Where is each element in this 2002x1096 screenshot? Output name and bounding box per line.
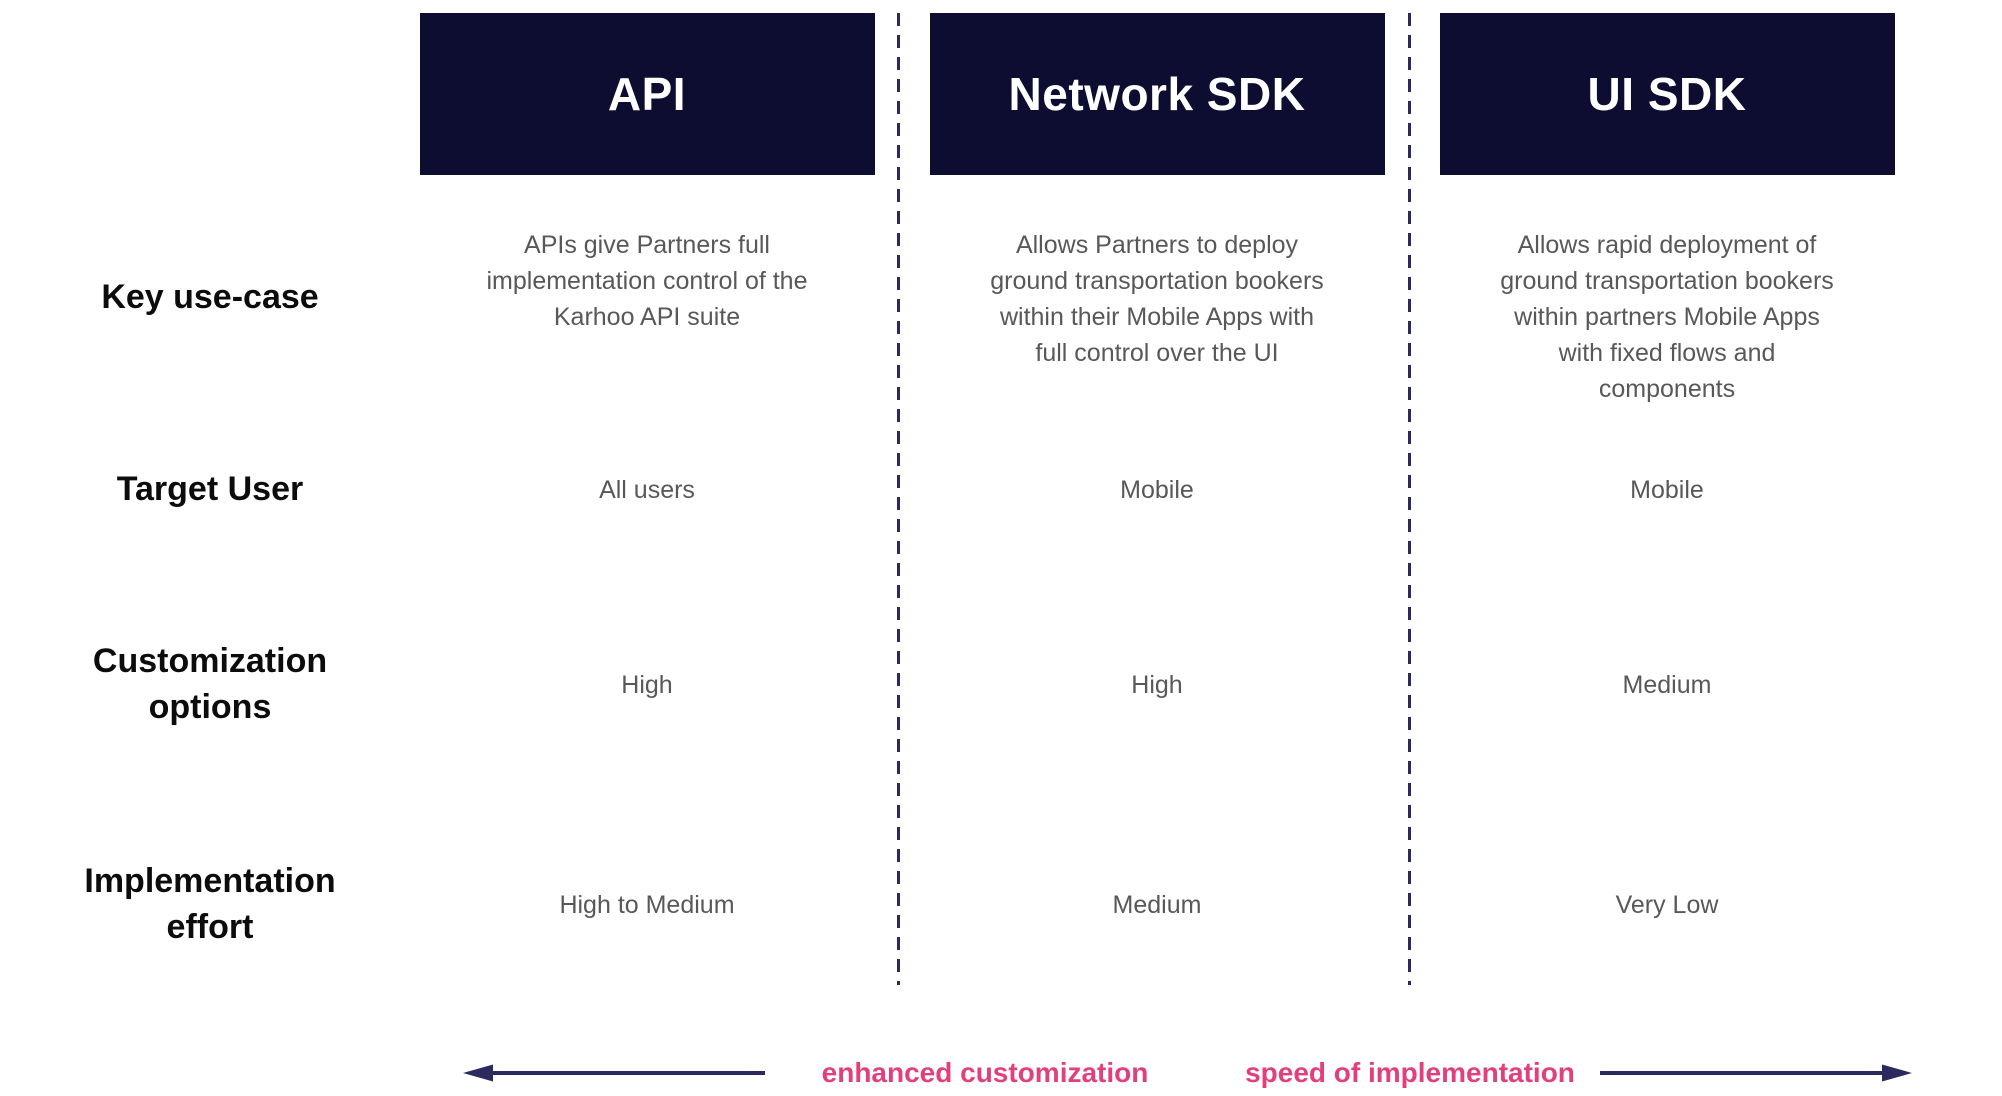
column-header-api: API [419, 13, 875, 175]
cell-ui-sdk-implementation: Very Low [1615, 890, 1719, 919]
cell-network-sdk-key-use-case: Allows Partners to deploy ground transpo… [990, 231, 1324, 367]
row-label-key-use-case: Key use-case [101, 277, 319, 316]
row-label-implementation-effort: Implementation effort [84, 862, 336, 946]
row-label-target-user: Target User [116, 470, 304, 509]
comparison-table: API Network SDK UI SDK Key use-case APIs… [0, 13, 1922, 1000]
row-label-customization-options: Customization options [92, 642, 328, 726]
cell-api-key-use-case: APIs give Partners full implementation c… [486, 231, 808, 331]
cell-ui-sdk-key-use-case: Allows rapid deployment of ground transp… [1500, 231, 1834, 403]
legend-speed-of-implementation: speed of implementation [1245, 1057, 1575, 1088]
column-separator-dashed-line-1 [897, 13, 900, 985]
legend-enhanced-customization: enhanced customization [821, 1057, 1149, 1088]
column-separator-dashed-line-2 [1408, 13, 1411, 985]
cell-api-customization: High [621, 670, 673, 699]
cell-network-sdk-implementation: Medium [1112, 890, 1202, 919]
corner-spacer [0, 13, 392, 175]
arrow-left-icon [463, 1064, 765, 1082]
cell-api-implementation: High to Medium [559, 890, 735, 919]
column-header-network-sdk: Network SDK [929, 13, 1385, 175]
cell-api-target-user: All users [599, 475, 695, 504]
cell-network-sdk-target-user: Mobile [1120, 475, 1194, 504]
cell-ui-sdk-customization: Medium [1622, 670, 1712, 699]
cell-ui-sdk-target-user: Mobile [1630, 475, 1704, 504]
cell-network-sdk-customization: High [1131, 670, 1183, 699]
arrow-right-icon [1600, 1064, 1912, 1082]
column-header-ui-sdk: UI SDK [1439, 13, 1895, 175]
